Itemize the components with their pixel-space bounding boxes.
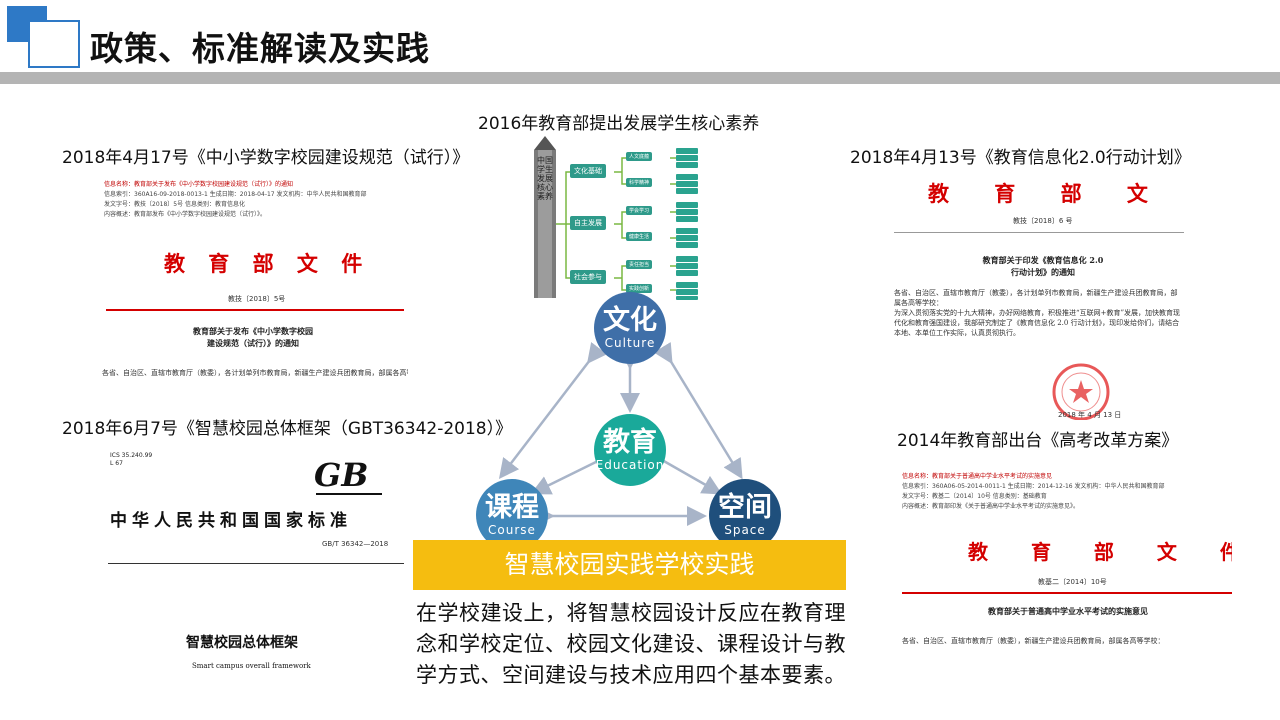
course-label: 课程 xyxy=(485,492,539,523)
doc3-caption: 2018年6月7号《智慧校园总体框架（GBT36342-2018）》 xyxy=(62,419,513,439)
core-literacy-mindmap: 中国学生发展核心素养 文化基础 自主发展 社会参与 人文底蕴 科学精神 学会学习… xyxy=(530,136,730,300)
leaf xyxy=(676,263,698,269)
sub-humanities: 人文底蕴 xyxy=(626,152,653,161)
leaf xyxy=(676,174,698,180)
doc1-caption: 2018年4月17号《中小学数字校园建设规范（试行）》 xyxy=(62,148,470,168)
doc1-red-title: 教 育 部 文 件 xyxy=(164,251,371,276)
leaf xyxy=(676,256,698,262)
culture-circle: 文化 Culture xyxy=(594,292,666,364)
doc4-meta: 信息名称：教育部关于普通高中学业水平考试的实施意见 信息索引：360A06-05… xyxy=(902,473,1165,510)
practice-description: 在学校建设上，将智慧校园设计反应在教育理念和学校定位、校园文化建设、课程设计与教… xyxy=(416,601,846,687)
doc4-red-title: 教 育 部 文 件 xyxy=(968,540,1232,564)
education-label: 教育 xyxy=(603,427,657,458)
leaf xyxy=(676,235,698,241)
branch-autonomy: 自主发展 xyxy=(570,216,606,230)
sub-innovation: 实践创新 xyxy=(626,284,653,293)
leaf xyxy=(676,155,698,161)
doc1-red-rule xyxy=(106,309,404,311)
sub-health: 健康生活 xyxy=(626,232,653,241)
space-label-en: Space xyxy=(724,523,766,537)
practice-banner: 智慧校园实践学校实践 xyxy=(413,540,846,590)
core-literacy-caption: 2016年教育部提出发展学生核心素养 xyxy=(478,114,760,134)
doc1-body: 各省、自治区、直辖市教育厅（教委），各计划单列市教育局，新疆生产建设兵团教育局，… xyxy=(102,369,408,377)
doc3-title-en: Smart campus overall framework xyxy=(192,662,311,670)
leaf xyxy=(676,282,698,288)
leaf xyxy=(676,289,698,295)
doc2-notice: 教育部关于印发《教育信息化 2.0 行动计划》的通知 xyxy=(982,255,1104,277)
gb-logo: GB xyxy=(314,456,369,494)
course-label-en: Course xyxy=(488,523,536,537)
doc2-rule xyxy=(894,232,1184,233)
doc2-number: 教技〔2018〕6 号 xyxy=(1013,217,1073,225)
doc1-meta: 信息名称：教育部关于发布《中小学数字校园建设规范（试行）》的通知 信息索引：36… xyxy=(104,181,367,218)
doc4-notice: 教育部关于普通高中学业水平考试的实施意见 xyxy=(988,607,1148,616)
leaf xyxy=(676,148,698,154)
header-divider xyxy=(0,72,1280,84)
doc4-number: 教基二〔2014〕10号 xyxy=(1038,578,1107,586)
sub-science: 科学精神 xyxy=(626,178,653,187)
course-circle: 课程 Course xyxy=(476,479,548,551)
space-circle: 空间 Space xyxy=(709,479,781,551)
doc4-image: 信息名称：教育部关于普通高中学业水平考试的实施意见 信息索引：360A06-05… xyxy=(898,470,1232,650)
leaf xyxy=(676,162,698,168)
leaf xyxy=(676,216,698,222)
page-title: 政策、标准解读及实践 xyxy=(90,29,430,68)
doc2-caption: 2018年4月13号《教育信息化2.0行动计划》 xyxy=(850,148,1191,168)
branch-culture: 文化基础 xyxy=(570,164,606,178)
gb-logo-underline xyxy=(316,493,382,495)
leaf xyxy=(676,242,698,248)
doc3-code: GB/T 36342—2018 xyxy=(322,540,389,548)
doc3-title: 智慧校园总体框架 xyxy=(186,635,298,651)
doc2-body: 各省、自治区、直辖市教育厅（教委），各计划单列市教育局，新疆生产建设兵团教育局，… xyxy=(894,289,1181,337)
leaf xyxy=(676,202,698,208)
doc3-ics: ICS 35.240.99 L 67 xyxy=(110,452,153,467)
sub-responsibility: 责任担当 xyxy=(626,260,653,269)
leaf xyxy=(676,209,698,215)
doc4-body: 各省、自治区、直辖市教育厅（教委），新疆生产建设兵团教育局，部属各高等学校： xyxy=(902,637,1165,645)
doc1-number: 教技〔2018〕5号 xyxy=(228,295,286,303)
doc2-seal-stamp xyxy=(1052,363,1110,420)
education-label-en: Education xyxy=(595,458,665,472)
leaf xyxy=(676,270,698,276)
leaf xyxy=(676,188,698,194)
doc2-image: 教 育 部 文 件 教技〔2018〕6 号 教育部关于印发《教育信息化 2.0 … xyxy=(888,170,1190,422)
leaf xyxy=(676,228,698,234)
space-label: 空间 xyxy=(718,492,772,523)
branch-social: 社会参与 xyxy=(570,270,606,284)
doc1-image: 信息名称：教育部关于发布《中小学数字校园建设规范（试行）》的通知 信息索引：36… xyxy=(98,178,408,388)
doc3-standard-name: 中华人民共和国国家标准 xyxy=(110,511,352,531)
pencil-label: 中国学生发展核心素养 xyxy=(537,156,553,201)
doc4-caption: 2014年教育部出台《高考改革方案》 xyxy=(897,431,1179,451)
doc2-red-title: 教 育 部 文 件 xyxy=(928,181,1190,206)
doc2-date: 2018 年 4 月 13 日 xyxy=(1058,411,1122,419)
doc3-image: ICS 35.240.99 L 67 GB 中华人民共和国国家标准 GB/T 3… xyxy=(104,452,408,688)
diagram-arrows xyxy=(498,341,743,526)
culture-label: 文化 xyxy=(603,305,657,336)
doc3-rule xyxy=(108,563,404,564)
leaf xyxy=(676,296,698,300)
doc4-red-rule xyxy=(902,592,1232,594)
mindmap-connectors xyxy=(534,136,676,298)
header-accent-frame xyxy=(28,20,80,68)
education-circle: 教育 Education xyxy=(594,414,666,486)
doc1-notice: 教育部关于发布《中小学数字校园 建设规范（试行）》的通知 xyxy=(193,327,313,348)
sub-learning: 学会学习 xyxy=(626,206,653,215)
leaf xyxy=(676,181,698,187)
culture-label-en: Culture xyxy=(604,336,656,350)
